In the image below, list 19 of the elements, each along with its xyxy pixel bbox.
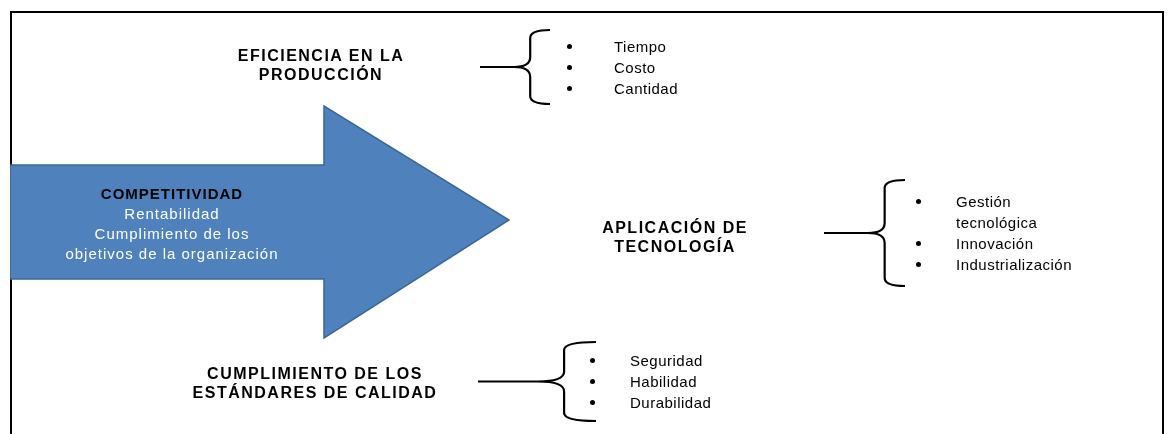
- category-heading: APLICACIÓN DE TECNOLOGÍA: [601, 218, 749, 256]
- curly-brace-connector: [476, 340, 598, 423]
- block-arrow: [10, 105, 510, 339]
- arrow-text: Rentabilidad: [123, 204, 221, 224]
- curly-brace-connector: [478, 28, 552, 106]
- list-item: Innovación: [956, 234, 1035, 254]
- arrow-text: Cumplimiento de los objetivos de la organización: [64, 224, 280, 264]
- arrow-heading: COMPETITIVIDAD: [99, 184, 245, 204]
- list-item: Cantidad: [614, 78, 680, 99]
- list-item: Seguridad: [630, 351, 704, 371]
- list-item: Durabilidad: [630, 393, 713, 413]
- category-heading: EFICIENCIA EN LA PRODUCCIÓN: [236, 46, 406, 84]
- list-item: Tiempo: [614, 36, 668, 57]
- list-item: Habilidad: [630, 372, 699, 392]
- curly-brace-connector: [822, 178, 907, 288]
- category-heading: CUMPLIMIENTO DE LOS ESTÁNDARES DE CALIDAD: [191, 364, 439, 402]
- list-item: Gestión tecnológica: [956, 192, 1039, 233]
- list-item: Industrialización: [956, 255, 1074, 275]
- list-item: Costo: [614, 57, 657, 78]
